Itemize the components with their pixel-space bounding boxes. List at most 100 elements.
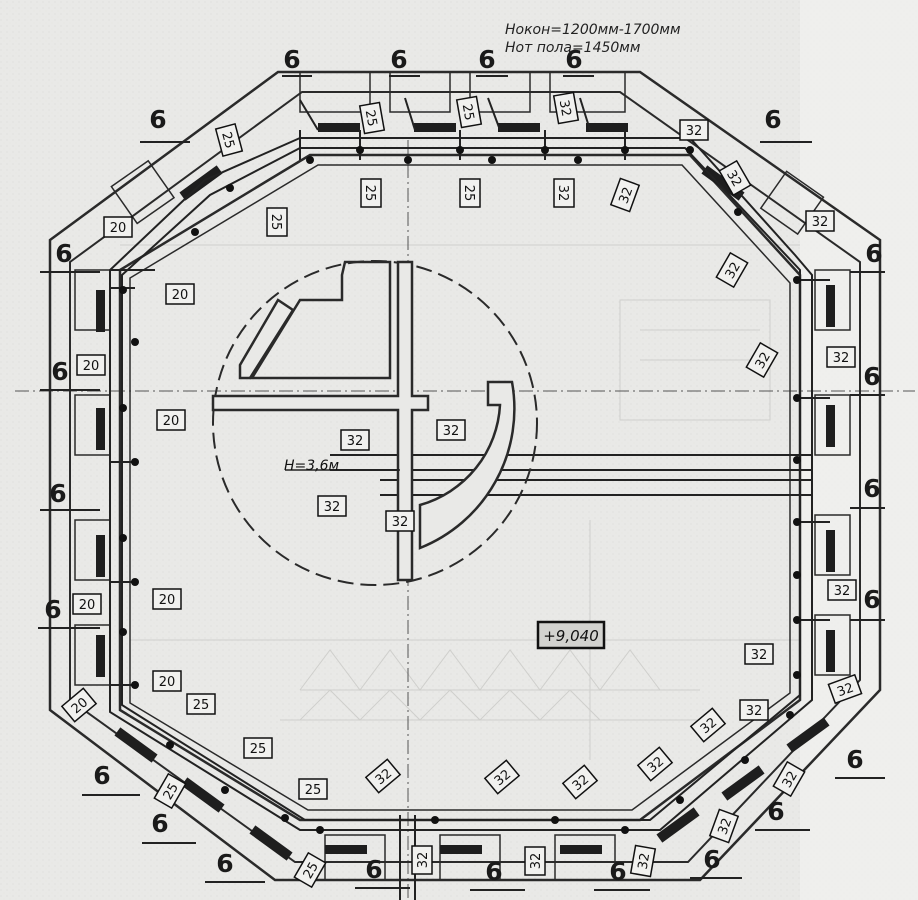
pipe-diameter-tag: 25 bbox=[293, 851, 327, 889]
pipe-diameter-text: 20 bbox=[163, 414, 180, 429]
pipe-diameter-text: 20 bbox=[83, 359, 100, 374]
window-mark: 6 bbox=[846, 745, 863, 774]
pipe-diameter-text: 32 bbox=[529, 853, 544, 870]
pipe-diameter-tag: 25 bbox=[459, 178, 481, 208]
pipe-diameter-tag: 32 bbox=[552, 91, 580, 125]
window-mark: 6 bbox=[365, 855, 382, 884]
general-notes: Нокон=1200мм-1700мм Нот пола=1450мм bbox=[505, 22, 681, 56]
pipe-diameter-tag: 20 bbox=[72, 593, 102, 615]
pipe-diameter-text: 32 bbox=[753, 350, 774, 372]
window-mark: 6 bbox=[565, 45, 582, 74]
pipe-diameter-tag: 25 bbox=[186, 693, 216, 715]
pipe-diameter-text: 32 bbox=[555, 185, 570, 202]
pipe-diameter-tag: 20 bbox=[156, 409, 186, 431]
pipe-diameter-text: 20 bbox=[110, 221, 127, 236]
pipe-diameter-text: 32 bbox=[416, 852, 431, 869]
pipe-diameter-tags: 25 25 25 32 25 25 32 25 32 32 32 32 32 32 20 20 20 20 32 32… bbox=[60, 91, 863, 889]
pipe-diameter-tag: 32 bbox=[826, 346, 856, 368]
window-mark: 6 bbox=[485, 857, 502, 886]
pipe-diameter-text: 20 bbox=[79, 598, 96, 613]
window-mark: 6 bbox=[283, 45, 300, 74]
window-mark: 6 bbox=[863, 585, 880, 614]
pipe-diameter-tag: 25 bbox=[360, 178, 382, 208]
round-stair bbox=[211, 260, 538, 586]
pipe-diameter-tag: 32 bbox=[385, 510, 415, 532]
pipe-diameter-tag: 20 bbox=[152, 670, 182, 692]
pipe-diameter-text: 32 bbox=[723, 168, 744, 190]
pipe-diameter-tag: 25 bbox=[298, 778, 328, 800]
pipe-diameter-tag: 32 bbox=[524, 846, 546, 876]
pipe-diameter-text: 32 bbox=[833, 351, 850, 366]
elevation-mark: +9,040 bbox=[536, 620, 606, 650]
pipe-diameter-tag: 32 bbox=[739, 699, 769, 721]
pipe-diameter-text: 32 bbox=[746, 704, 763, 719]
pipe-diameter-text: 32 bbox=[723, 260, 744, 282]
window-mark: 6 bbox=[93, 761, 110, 790]
window-mark: 6 bbox=[767, 797, 784, 826]
pipe-diameter-tag: 32 bbox=[340, 429, 370, 451]
pipe-diameter-text: 25 bbox=[250, 742, 267, 757]
pipe-diameter-text: 32 bbox=[324, 500, 341, 515]
pipe-diameter-tag: 20 bbox=[103, 216, 133, 238]
pipe-diameter-text: 25 bbox=[461, 185, 476, 202]
pipe-diameter-text: 25 bbox=[362, 185, 377, 202]
pipe-diameter-tag: 32 bbox=[718, 159, 752, 197]
window-mark: 6 bbox=[478, 45, 495, 74]
window-mark: 6 bbox=[863, 362, 880, 391]
pipe-diameter-tag: 32 bbox=[679, 119, 709, 141]
window-mark: 6 bbox=[51, 357, 68, 386]
pipe-diameter-text: 25 bbox=[218, 130, 237, 150]
pipe-diameter-tag: 32 bbox=[744, 643, 774, 665]
pipe-diameter-text: 25 bbox=[305, 783, 322, 798]
pipe-diameter-tag: 32 bbox=[805, 210, 835, 232]
pipe-diameter-tag: 32 bbox=[364, 758, 402, 794]
pipe-diameter-text: 32 bbox=[835, 681, 856, 701]
window-mark: 6 bbox=[609, 857, 626, 886]
pipe-diameter-text: 32 bbox=[812, 215, 829, 230]
pipe-diameter-tag: 20 bbox=[152, 588, 182, 610]
pipe-diameter-text: 32 bbox=[617, 185, 637, 206]
pipe-diameter-tag: 25 bbox=[153, 772, 187, 810]
pipe-diameter-tag: 25 bbox=[214, 122, 244, 158]
pipe-diameter-tag: 32 bbox=[553, 178, 575, 208]
pipe-diameter-tag: 32 bbox=[636, 746, 674, 782]
window-niches bbox=[74, 71, 851, 881]
pipe-diameter-text: 32 bbox=[716, 816, 736, 837]
height-callout: Н=3,6м bbox=[284, 458, 400, 474]
pipe-diameter-text: 32 bbox=[392, 515, 409, 530]
pipe-diameter-text: 32 bbox=[834, 584, 851, 599]
pipe-diameter-tag: 25 bbox=[243, 737, 273, 759]
pipe-diameter-text: 25 bbox=[268, 214, 283, 231]
pipe-diameter-tag: 32 bbox=[411, 845, 433, 875]
pipe-diameter-text: 25 bbox=[193, 698, 210, 713]
window-mark: 6 bbox=[49, 479, 66, 508]
window-mark: 6 bbox=[703, 845, 720, 874]
pipe-diameter-tag: 20 bbox=[60, 687, 98, 723]
pipe-diameter-tag: 32 bbox=[715, 251, 749, 289]
pipe-diameter-text: 32 bbox=[347, 434, 364, 449]
window-mark: 6 bbox=[216, 849, 233, 878]
radiators bbox=[96, 123, 835, 861]
pipe-diameter-tag: 32 bbox=[827, 673, 863, 705]
pipe-diameter-text: 32 bbox=[636, 852, 654, 871]
pipe-diameter-tag: 25 bbox=[358, 101, 386, 135]
note-window-height: Нокон=1200мм-1700мм bbox=[505, 22, 681, 38]
pipe-diameter-tag: 32 bbox=[629, 844, 657, 878]
pipe-diameter-text: 20 bbox=[159, 593, 176, 608]
pipe-diameter-tag: 32 bbox=[609, 177, 641, 213]
window-mark: 6 bbox=[149, 105, 166, 134]
pipe-diameter-text: 20 bbox=[172, 288, 189, 303]
pipe-diameter-tag: 32 bbox=[689, 707, 727, 743]
pipe-diameter-text: 25 bbox=[301, 860, 322, 882]
pipe-diameter-text: 25 bbox=[459, 103, 477, 122]
pipe-diameter-text: 25 bbox=[362, 109, 380, 128]
pipe-junctions bbox=[119, 146, 801, 834]
pipe-diameter-tag: 20 bbox=[76, 354, 106, 376]
window-mark: 6 bbox=[44, 595, 61, 624]
window-mark: 6 bbox=[390, 45, 407, 74]
window-mark: 6 bbox=[151, 809, 168, 838]
window-mark: 6 bbox=[55, 239, 72, 268]
pipe-diameter-tag: 32 bbox=[708, 808, 740, 844]
